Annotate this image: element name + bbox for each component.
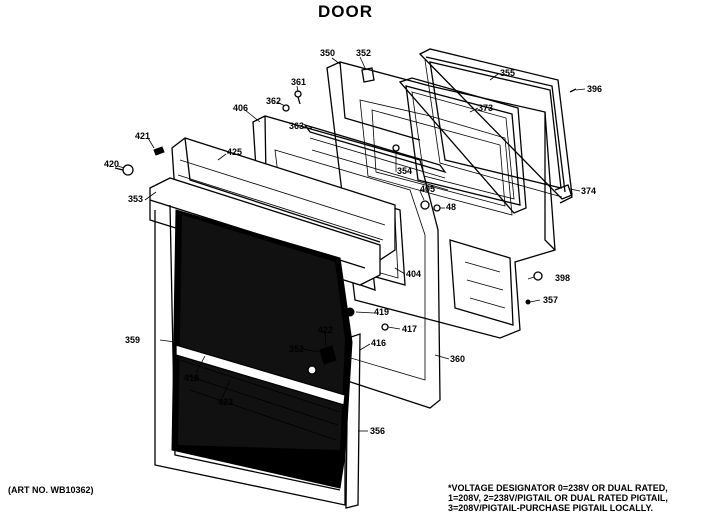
part-label-418: 418 xyxy=(184,373,200,383)
part-label-353: 353 xyxy=(128,194,144,204)
part-label-422: 422 xyxy=(318,325,334,335)
hardware-parts xyxy=(114,67,577,375)
part-label-404: 404 xyxy=(406,269,422,279)
part-label-352-lower: 352 xyxy=(289,344,305,354)
part-label-48: 48 xyxy=(446,202,457,212)
part-label-359: 359 xyxy=(125,335,141,345)
part-label-357: 357 xyxy=(543,295,559,305)
part-label-373: 373 xyxy=(478,103,494,113)
part-label-362: 362 xyxy=(266,96,282,106)
part-label-417: 417 xyxy=(402,324,418,334)
part-label-398: 398 xyxy=(555,273,571,283)
part-label-352: 352 xyxy=(356,48,372,58)
voltage-note-line-1: *VOLTAGE DESIGNATOR 0=238V OR DUAL RATED… xyxy=(448,483,668,493)
outer-door-356 xyxy=(179,333,361,509)
voltage-note-line-3: 3=208V/PIGTAIL-PURCHASE PIGTAIL LOCALLY. xyxy=(448,503,653,513)
part-label-396: 396 xyxy=(587,84,603,94)
leader-lines xyxy=(117,56,586,432)
part-label-406: 406 xyxy=(233,103,249,113)
part-label-419: 419 xyxy=(374,307,390,317)
voltage-note: *VOLTAGE DESIGNATOR 0=238V OR DUAL RATED… xyxy=(448,483,668,513)
voltage-note-line-2: 1=208V, 2=238V/PIGTAIL OR DUAL RATED PIG… xyxy=(448,493,668,503)
rear-liner-350 xyxy=(326,61,573,339)
part-label-355: 355 xyxy=(500,68,516,78)
part-label-374: 374 xyxy=(581,186,597,196)
dark-glass-359 xyxy=(171,209,353,489)
diagram-title: DOOR xyxy=(318,2,373,21)
part-label-350: 350 xyxy=(320,48,336,58)
part-label-356: 356 xyxy=(370,426,386,436)
part-label-354: 354 xyxy=(397,166,413,176)
part-label-423: 423 xyxy=(218,397,234,407)
art-number: (ART NO. WB10362) xyxy=(8,485,94,495)
part-label-405: 405 xyxy=(420,184,436,194)
part-label-421: 421 xyxy=(135,131,151,141)
part-label-363-top: 363 xyxy=(289,121,305,131)
part-label-416: 416 xyxy=(371,338,387,348)
part-label-361: 361 xyxy=(291,77,307,87)
part-label-420: 420 xyxy=(104,159,120,169)
part-label-425: 425 xyxy=(227,147,243,157)
part-label-360: 360 xyxy=(450,354,466,364)
